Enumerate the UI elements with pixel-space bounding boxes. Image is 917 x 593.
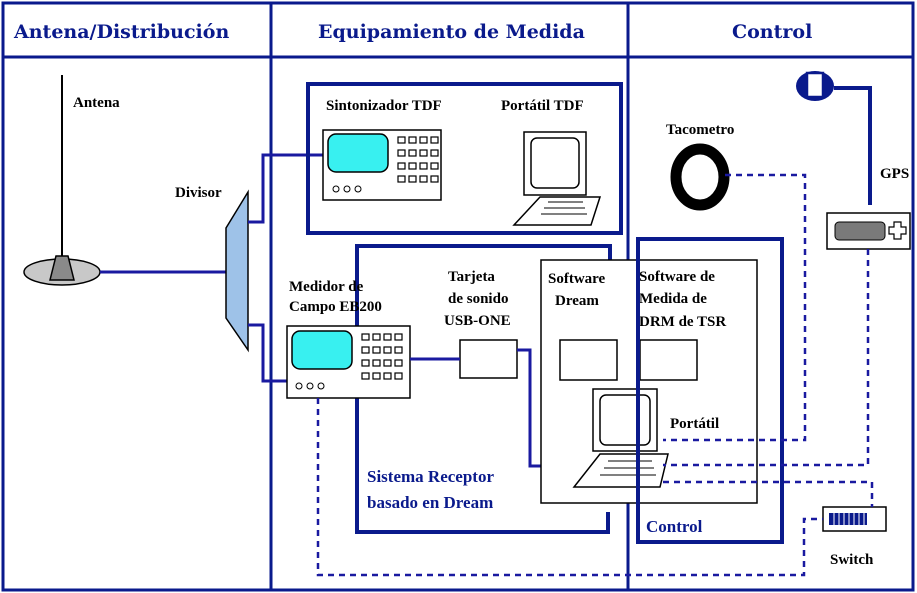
eb200-label-2: Campo EB200 <box>289 299 382 315</box>
gps-laptop-link <box>663 249 870 467</box>
tdf-laptop-label: Portátil TDF <box>501 98 584 114</box>
antenna-icon <box>23 75 101 286</box>
switch-icon <box>822 506 887 532</box>
control-group-label: Control <box>646 517 703 536</box>
dashed-links <box>316 173 874 577</box>
gps-antenna-link <box>834 86 872 205</box>
sw-dream-label-2: Dream <box>555 293 599 309</box>
sw-drm-label-3: DRM de TSR <box>639 314 726 330</box>
antenna-label: Antena <box>73 95 120 111</box>
sw-drm-label-2: Medida de <box>639 291 707 307</box>
divisor-label: Divisor <box>175 185 222 201</box>
soundcard-label-1: Tarjeta <box>448 269 495 285</box>
laptop-switch-link <box>663 480 874 507</box>
sw-dream-box <box>559 339 618 381</box>
laptop-icon <box>572 388 669 488</box>
gps-label: GPS <box>880 166 909 182</box>
soundcard-label-3: USB-ONE <box>444 313 511 329</box>
eb200-label-1: Medidor de <box>289 279 364 295</box>
divisor-eb200-link <box>248 323 287 383</box>
sw-drm-label-1: Software de <box>639 269 715 285</box>
dream-system-label-1: Sistema Receptor <box>367 467 494 486</box>
column-header-measurement: Equipamiento de Medida <box>318 21 585 43</box>
divisor-icon <box>225 189 249 353</box>
tdf-laptop-icon <box>512 131 602 226</box>
tdf-group-box <box>306 82 623 235</box>
soundcard-label-2: de sonido <box>448 291 508 307</box>
gps-antenna-icon <box>796 71 834 101</box>
laptop-label: Portátil <box>670 416 719 432</box>
column-header-control: Control <box>732 21 812 43</box>
eb200-meter-icon <box>286 325 411 399</box>
eb200-switch-link <box>316 398 823 577</box>
tachometer-label: Tacometro <box>666 122 734 138</box>
column-header-antenna: Antena/Distribución <box>13 21 229 43</box>
divisor-tdf-link <box>248 153 323 224</box>
tdf-tuner-icon <box>322 129 442 201</box>
gps-receiver-icon <box>826 212 911 250</box>
soundcard-box <box>459 339 518 379</box>
tdf-tuner-label: Sintonizador TDF <box>326 98 442 114</box>
dream-system-label-2: basado en Dream <box>367 493 493 512</box>
tachometer-laptop-link <box>663 173 807 442</box>
sw-drm-box <box>639 339 698 381</box>
sw-dream-label-1: Software <box>548 271 606 287</box>
tachometer-icon <box>670 143 730 211</box>
switch-label: Switch <box>830 552 874 568</box>
control-group-box <box>636 237 784 544</box>
